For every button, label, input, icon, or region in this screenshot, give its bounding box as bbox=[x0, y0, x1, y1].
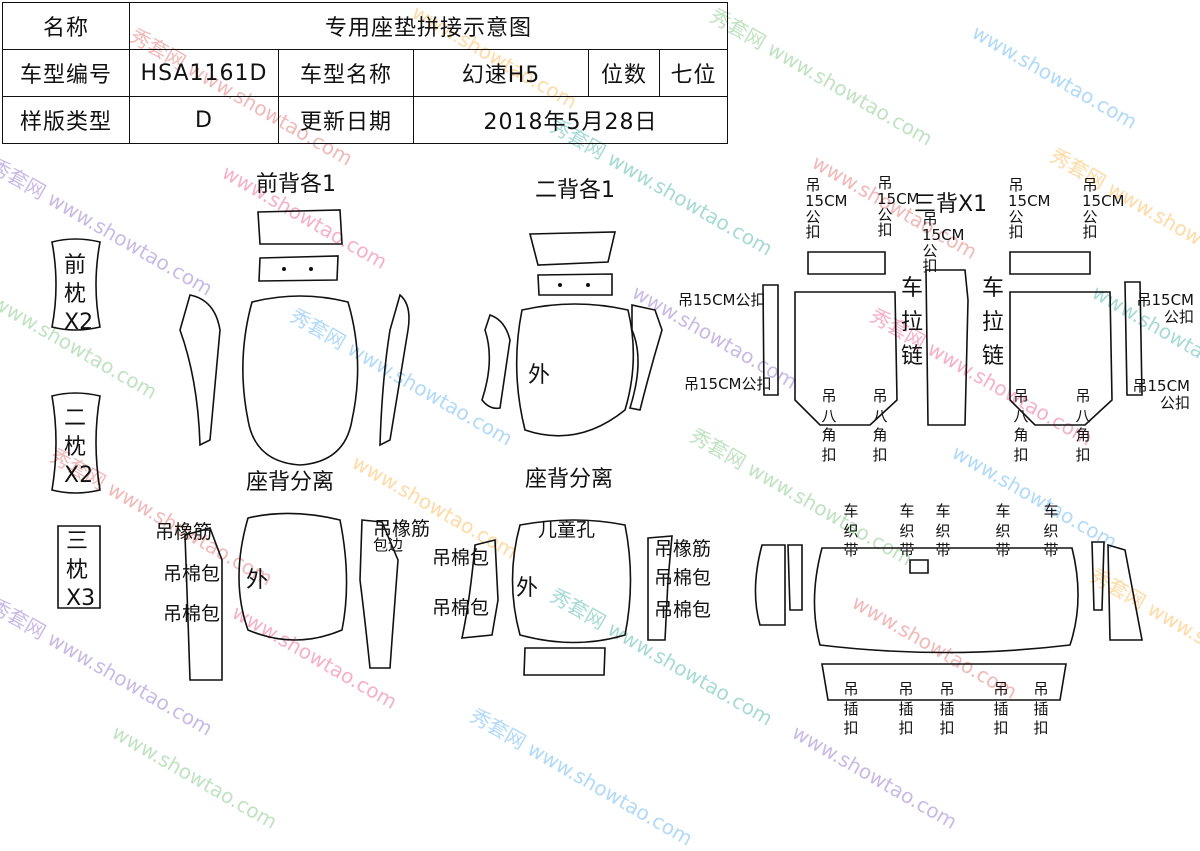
front-back-side-right bbox=[380, 295, 409, 445]
insert-clip-5: 吊插扣 bbox=[1030, 680, 1052, 739]
woven-band-3: 车织带 bbox=[932, 502, 954, 561]
third-cushion-side-left-2 bbox=[788, 545, 802, 610]
hang15-left-top: 吊15CM公扣 bbox=[678, 292, 766, 309]
front-back-strip-piece bbox=[259, 256, 338, 281]
third-cushion-side-right-2 bbox=[1092, 542, 1104, 610]
second-separation-label: 座背分离 bbox=[525, 467, 613, 492]
corner-clip-4: 吊八角扣 bbox=[1072, 387, 1094, 465]
second-back-top-piece bbox=[530, 232, 615, 265]
third-cushion-side-left bbox=[755, 545, 785, 625]
child-hole-label: 儿童孔 bbox=[538, 520, 595, 542]
third-back-top-strip-right bbox=[1010, 252, 1090, 274]
second-hang-cotton-left-1: 吊棉包 bbox=[432, 548, 489, 570]
woven-band-1: 车织带 bbox=[840, 502, 862, 561]
front-back-main-piece bbox=[243, 296, 358, 465]
second-cushion-strip-piece bbox=[524, 648, 605, 675]
third-cushion-side-right bbox=[1108, 545, 1142, 640]
second-hang-cotton-left-2: 吊棉包 bbox=[432, 598, 489, 620]
hang15-vertical-3: 吊15CM公扣 bbox=[922, 212, 938, 275]
second-back-strip-piece bbox=[538, 274, 612, 295]
insert-clip-2: 吊插扣 bbox=[895, 680, 917, 739]
hang15-vertical-4: 吊15CM公扣 bbox=[1008, 178, 1024, 241]
front-outer-label: 外 bbox=[246, 568, 268, 593]
insert-clip-1: 吊插扣 bbox=[840, 680, 862, 739]
hang15-vertical-5: 吊15CM公扣 bbox=[1082, 178, 1098, 241]
hang15-vertical-1: 吊15CM公扣 bbox=[805, 178, 821, 241]
second-back-title: 二背各1 bbox=[535, 178, 615, 203]
hang15-right-bottom: 吊15CM公扣 bbox=[1124, 378, 1190, 413]
second-outer-bottom-label: 外 bbox=[516, 576, 538, 601]
front-back-title: 前背各1 bbox=[256, 172, 336, 197]
insert-clip-3: 吊插扣 bbox=[936, 680, 958, 739]
zipper-left-label: 车拉链 bbox=[901, 272, 923, 374]
front-back-top-piece bbox=[258, 210, 342, 244]
hang15-vertical-2: 吊15CM公扣 bbox=[877, 176, 893, 239]
woven-band-4: 车织带 bbox=[992, 502, 1014, 561]
second-hang-rubber-right: 吊橡筋 bbox=[654, 539, 711, 561]
third-back-center-piece bbox=[926, 270, 968, 425]
corner-clip-2: 吊八角扣 bbox=[869, 387, 891, 465]
corner-clip-3: 吊八角扣 bbox=[1010, 387, 1032, 465]
second-hang-cotton-right-2: 吊棉包 bbox=[654, 600, 711, 622]
front-headrest-label: 前枕X2 bbox=[64, 252, 86, 338]
front-hang-rubber-left: 吊橡筋 bbox=[155, 522, 212, 544]
hang15-right-top: 吊15CM公扣 bbox=[1132, 292, 1194, 327]
third-cushion-tab bbox=[910, 560, 928, 573]
second-outer-top-label: 外 bbox=[528, 363, 550, 388]
hang15-left-bottom: 吊15CM公扣 bbox=[684, 376, 772, 393]
zipper-right-label: 车拉链 bbox=[982, 272, 1004, 374]
front-hang-cotton-2: 吊棉包 bbox=[163, 604, 220, 626]
corner-clip-1: 吊八角扣 bbox=[818, 387, 840, 465]
third-cushion-main-piece bbox=[814, 548, 1078, 653]
third-headrest-label: 三枕X3 bbox=[66, 528, 88, 614]
front-binding-label: 包边 bbox=[373, 537, 403, 554]
front-separation-label: 座背分离 bbox=[246, 470, 334, 495]
second-headrest-label: 二枕X2 bbox=[64, 405, 86, 491]
third-back-top-strip-left bbox=[808, 252, 885, 274]
second-hang-cotton-right-1: 吊棉包 bbox=[654, 568, 711, 590]
woven-band-5: 车织带 bbox=[1040, 502, 1062, 561]
second-back-side-right bbox=[630, 305, 662, 410]
front-hang-cotton-1: 吊棉包 bbox=[163, 564, 220, 586]
woven-band-2: 车织带 bbox=[896, 502, 918, 561]
front-back-side-left bbox=[180, 295, 220, 445]
second-back-side-left bbox=[482, 315, 510, 408]
insert-clip-4: 吊插扣 bbox=[990, 680, 1012, 739]
